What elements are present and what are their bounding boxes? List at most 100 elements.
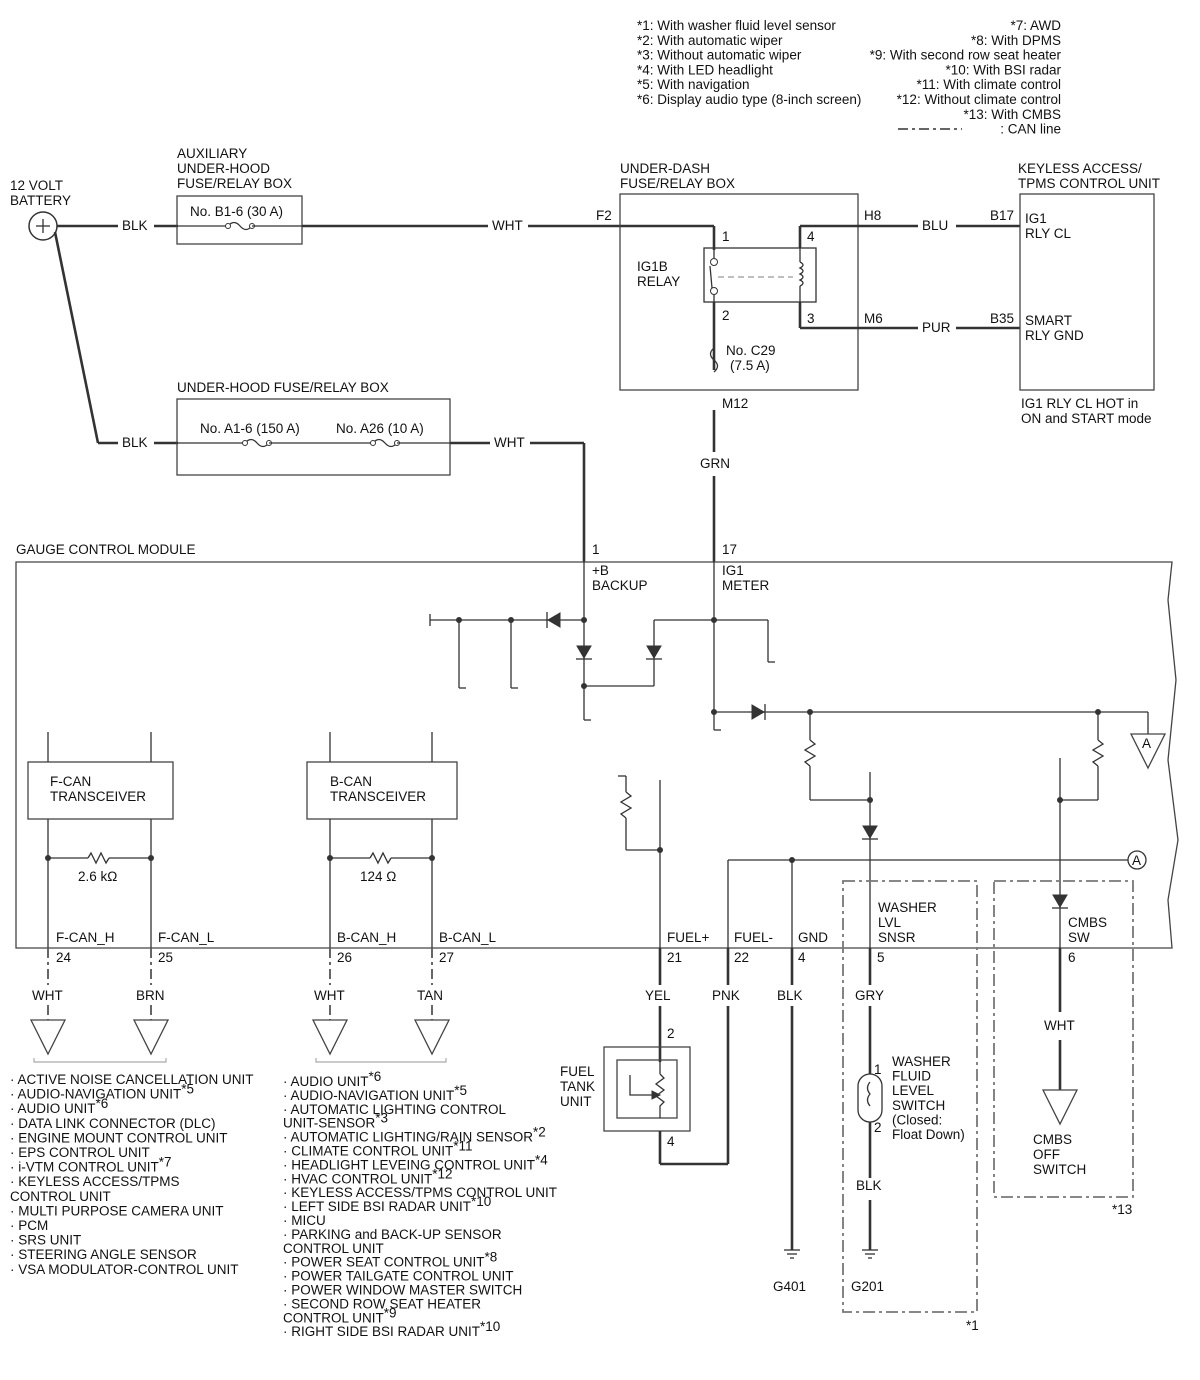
wire-color-blk-gnd: BLK (777, 988, 803, 1003)
legend-left-item: *1: With washer fluid level sensor (637, 18, 836, 33)
keyless-note-1: IG1 RLY CL HOT in (1021, 396, 1138, 411)
b-can-device-item: · RIGHT SIDE BSI RADAR UNIT*10 (283, 1319, 500, 1339)
b-can-resistor-value: 124 Ω (360, 869, 396, 884)
pin-num-5: 5 (877, 950, 885, 965)
gcm-pin-name-f-can-l: F-CAN_L (158, 930, 215, 945)
gcm-pin-name-fuel-minus: FUEL- (734, 930, 773, 945)
gcm-title: GAUGE CONTROL MODULE (16, 542, 196, 557)
gcm-pin-name-fuel-plus: FUEL+ (667, 930, 710, 945)
legend-left-column: *1: With washer fluid level sensor*2: Wi… (637, 18, 861, 107)
resistor-b-can-icon (369, 851, 392, 865)
cmbs-switch-label-2: OFF (1033, 1147, 1060, 1162)
f-can-resistor-value: 2.6 kΩ (78, 869, 117, 884)
fuel-tank-label-2: TANK (560, 1079, 595, 1094)
option-star-13-label: *13 (1112, 1202, 1132, 1217)
legend-right-item: *7: AWD (1010, 18, 1061, 33)
f-can-device-item: · STEERING ANGLE SENSOR (10, 1247, 197, 1262)
aux-box-label-2: UNDER-HOOD (177, 161, 270, 176)
legend-left-item: *2: With automatic wiper (637, 33, 783, 48)
f-can-device-item: · EPS CONTROL UNIT (10, 1145, 150, 1160)
b-can-device-item: · PARKING and BACK-UP SENSOR (283, 1227, 502, 1242)
fuel-tank-label-3: UNIT (560, 1094, 592, 1109)
gcm-pin-1: 1 (592, 542, 600, 557)
uh-box-outline (176, 398, 451, 476)
option-cmbs-boundary (993, 880, 1134, 1198)
under-hood-fuse-relay-box: UNDER-HOOD FUSE/RELAY BOX No. A1-6 (150 … (176, 380, 451, 476)
cmbs-switch-label-1: CMBS (1033, 1132, 1072, 1147)
relay-pin-4: 4 (807, 229, 815, 244)
wire-color-blk-1: BLK (122, 218, 148, 233)
aux-box-label-1: AUXILIARY (177, 146, 247, 161)
cmbs-off-switch-icon (1041, 1089, 1079, 1126)
legend-left-item: *6: Display audio type (8-inch screen) (637, 92, 861, 107)
legend-right-item: *13: With CMBS (963, 107, 1061, 122)
pin-num-24: 24 (56, 950, 72, 965)
pin-num-4: 4 (798, 950, 806, 965)
connector-a-circle-icon (1127, 850, 1147, 870)
washer-snsr-label-3: SNSR (878, 930, 916, 945)
connector-a-label-2: A (1132, 853, 1141, 868)
b-can-h-terminal-icon (311, 1019, 349, 1056)
resistor-fuel-icon (619, 791, 633, 819)
b-can-device-list: · AUDIO UNIT*6· AUDIO-NAVIGATION UNIT*5·… (283, 1069, 557, 1339)
keyless-access-tpms-control-unit: KEYLESS ACCESS/ TPMS CONTROL UNIT B17 B3… (990, 161, 1160, 426)
b-can-transceiver (306, 761, 458, 820)
fuse-c29-label-1: No. C29 (726, 343, 776, 358)
keyless-ig1-label-2: RLY CL (1025, 226, 1072, 241)
ground-g401-icon (784, 1249, 800, 1259)
keyless-label-1: KEYLESS ACCESS/ (1018, 161, 1142, 176)
pin-num-27: 27 (439, 950, 454, 965)
washer-switch-label-line: SWITCH (892, 1098, 945, 1113)
keyless-smart-label-1: SMART (1025, 313, 1072, 328)
wire-color-wht-cmbs: WHT (1044, 1018, 1075, 1033)
b-can-device-item: · POWER SEAT CONTROL UNIT*8 (283, 1250, 497, 1270)
keyless-note-2: ON and START mode (1021, 411, 1152, 426)
fuel-tank-pin-4: 4 (667, 1134, 675, 1149)
wire-color-tan-b-can-l: TAN (417, 988, 443, 1003)
wire-color-pnk: PNK (712, 988, 740, 1003)
f-can-transceiver (27, 761, 174, 820)
wire-color-gry: GRY (855, 988, 884, 1003)
ig1b-relay-icon (703, 247, 817, 303)
legend-right-item: *12: Without climate control (897, 92, 1061, 107)
relay-pin-2: 2 (722, 308, 730, 323)
b-can-device-item: · LEFT SIDE BSI RADAR UNIT*10 (283, 1194, 491, 1214)
f-can-device-item: · KEYLESS ACCESS/TPMS (10, 1174, 180, 1189)
relay-pin-1: 1 (722, 229, 730, 244)
ud-conn-f2: F2 (596, 208, 612, 223)
wire-color-pur: PUR (922, 320, 951, 335)
washer-snsr-label-1: WASHER (878, 900, 937, 915)
washer-float-switch-icon (866, 1081, 871, 1107)
auxiliary-under-hood-fuse-relay-box: AUXILIARY UNDER-HOOD FUSE/RELAY BOX No. … (176, 146, 303, 245)
fuse-c29-icon (709, 347, 719, 373)
uh-box-title: UNDER-HOOD FUSE/RELAY BOX (177, 380, 389, 395)
aux-fuse-label: No. B1-6 (30 A) (190, 204, 283, 219)
legend-right-item: : CAN line (1000, 122, 1061, 137)
f-can-device-item: · ACTIVE NOISE CANCELLATION UNIT (10, 1072, 254, 1087)
f-can-device-item: · MULTI PURPOSE CAMERA UNIT (10, 1203, 224, 1218)
wire-color-wht-f-can-h: WHT (32, 988, 63, 1003)
pin-num-25: 25 (158, 950, 173, 965)
ud-box-label-1: UNDER-DASH (620, 161, 710, 176)
fuel-tank-pin-2: 2 (667, 1026, 675, 1041)
keyless-ig1-label-1: IG1 (1025, 211, 1047, 226)
gcm-pin-1-label-2: BACKUP (592, 578, 648, 593)
ground-g401-label: G401 (773, 1279, 806, 1294)
b-can-label-1: B-CAN (330, 774, 372, 789)
option-star-1-label: *1 (966, 1318, 979, 1333)
gcm-pin-17-label-1: IG1 (722, 563, 744, 578)
ud-conn-m12: M12 (722, 396, 748, 411)
washer-fluid-level-switch: 1 2 WASHERFLUIDLEVELSWITCH(Closed:Float … (857, 1054, 965, 1142)
keyless-label-2: TPMS CONTROL UNIT (1018, 176, 1160, 191)
gcm-pin-name-gnd: GND (798, 930, 828, 945)
keyless-conn-b17: B17 (990, 208, 1014, 223)
fuse-a1-6-icon (244, 438, 270, 448)
f-can-device-item: CONTROL UNIT (10, 1189, 111, 1204)
gcm-pin-name-f-can-h: F-CAN_H (56, 930, 115, 945)
legend-right-item: *10: With BSI radar (945, 62, 1061, 77)
relay-label-1: IG1B (637, 259, 668, 274)
f-can-device-item: · i-VTM CONTROL UNIT*7 (10, 1155, 172, 1175)
keyless-box-outline (1019, 193, 1155, 391)
ground-g201-icon (862, 1249, 878, 1259)
